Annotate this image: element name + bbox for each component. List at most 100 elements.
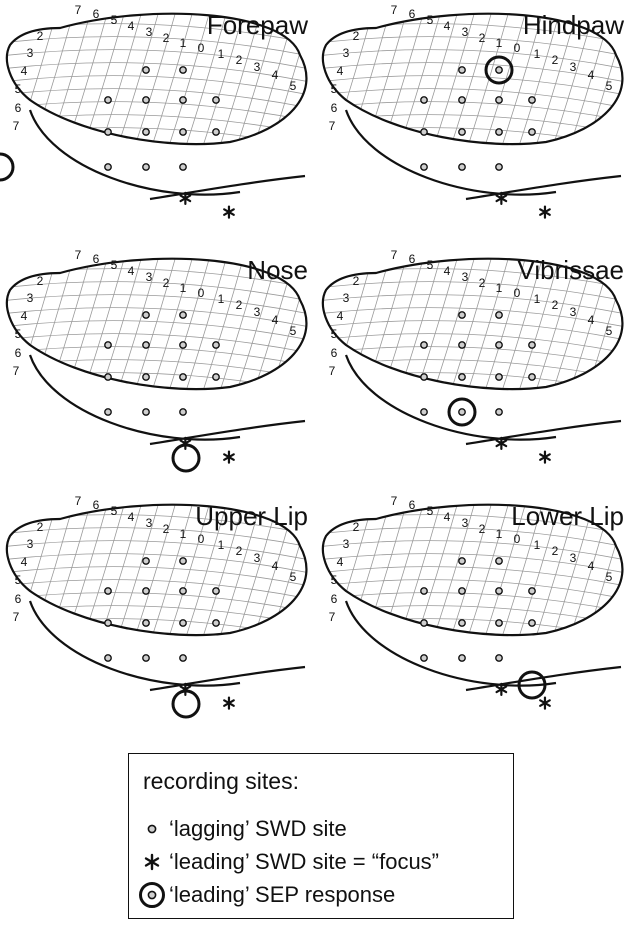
tick-label-top: 4 xyxy=(588,559,595,573)
lagging-site xyxy=(496,374,502,380)
leading-swd-focus xyxy=(224,207,234,218)
lagging-site xyxy=(421,374,427,380)
tick-label-top: 6 xyxy=(93,7,100,21)
tick-label-top: 1 xyxy=(180,36,187,50)
tick-label-left: 6 xyxy=(15,346,22,360)
panel-title: Forepaw xyxy=(207,10,308,40)
tick-label-top: 0 xyxy=(198,41,205,55)
lagging-site xyxy=(421,655,427,661)
lagging-site xyxy=(213,374,219,380)
tick-label-left: 2 xyxy=(37,520,44,534)
lagging-site xyxy=(421,588,427,594)
tick-label-top: 5 xyxy=(427,258,434,272)
lagging-site xyxy=(421,620,427,626)
tick-label-top: 4 xyxy=(128,264,135,278)
tick-label-top: 2 xyxy=(163,276,170,290)
lagging-site xyxy=(143,97,149,103)
lagging-site xyxy=(180,164,186,170)
tick-label-left: 5 xyxy=(331,82,338,96)
tick-label-top: 6 xyxy=(409,7,416,21)
lagging-site xyxy=(105,97,111,103)
tick-label-top: 4 xyxy=(128,510,135,524)
tick-label-top: 0 xyxy=(198,286,205,300)
lagging-site xyxy=(496,558,502,564)
lagging-site xyxy=(496,620,502,626)
tick-label-top: 5 xyxy=(606,79,613,93)
tick-label-top: 3 xyxy=(146,270,153,284)
leading-swd-focus xyxy=(540,698,550,709)
lagging-site xyxy=(529,620,535,626)
tick-label-top: 1 xyxy=(180,527,187,541)
tick-label-top: 2 xyxy=(479,276,486,290)
lagging-site xyxy=(143,129,149,135)
tick-label-top: 2 xyxy=(236,298,243,312)
tick-label-left: 4 xyxy=(337,555,344,569)
tick-label-top: 1 xyxy=(496,36,503,50)
lagging-site xyxy=(143,342,149,348)
lagging-site xyxy=(459,97,465,103)
tick-label-left: 7 xyxy=(329,119,336,133)
tick-label-top: 2 xyxy=(236,53,243,67)
tick-label-top: 7 xyxy=(75,248,82,262)
tick-label-top: 4 xyxy=(272,68,279,82)
tick-label-top: 1 xyxy=(534,538,541,552)
lagging-site xyxy=(143,67,149,73)
lagging-site xyxy=(459,129,465,135)
tick-label-left: 4 xyxy=(21,64,28,78)
tick-label-top: 3 xyxy=(570,305,577,319)
lagging-site xyxy=(459,374,465,380)
tick-label-top: 1 xyxy=(180,281,187,295)
tick-label-top: 7 xyxy=(391,3,398,17)
tick-label-top: 1 xyxy=(218,538,225,552)
tick-label-top: 5 xyxy=(290,324,297,338)
legend-box: recording sites: ‘lagging’ SWD site ‘lea… xyxy=(128,753,514,919)
tick-label-left: 3 xyxy=(343,46,350,60)
lagging-site xyxy=(143,655,149,661)
panel-lower-lip: Lower Lip7654321012345234567 xyxy=(316,491,640,709)
lagging-site xyxy=(105,655,111,661)
lagging-site xyxy=(529,374,535,380)
lagging-site xyxy=(496,312,502,318)
lagging-site xyxy=(213,588,219,594)
panel-vibrissae: Vibrissae7654321012345234567 xyxy=(316,245,640,463)
lagging-site xyxy=(180,342,186,348)
tick-label-top: 4 xyxy=(588,68,595,82)
lagging-site xyxy=(421,129,427,135)
lagging-site xyxy=(496,409,502,415)
tick-label-left: 7 xyxy=(13,610,20,624)
lagging-site xyxy=(180,588,186,594)
lagging-site xyxy=(496,655,502,661)
baseline-contour xyxy=(466,421,621,444)
tick-label-left: 5 xyxy=(331,327,338,341)
tick-label-top: 6 xyxy=(93,498,100,512)
lagging-site xyxy=(496,164,502,170)
lagging-site xyxy=(180,558,186,564)
tick-label-top: 0 xyxy=(514,41,521,55)
tick-label-top: 5 xyxy=(111,258,118,272)
tick-label-top: 2 xyxy=(552,298,559,312)
tick-label-top: 7 xyxy=(75,494,82,508)
tick-label-left: 4 xyxy=(337,309,344,323)
lagging-site xyxy=(496,342,502,348)
panel-title: Upper Lip xyxy=(195,501,308,531)
lower-contour xyxy=(30,355,240,440)
lagging-site xyxy=(459,620,465,626)
tick-label-top: 5 xyxy=(111,504,118,518)
tick-label-top: 0 xyxy=(514,286,521,300)
tick-label-top: 0 xyxy=(514,532,521,546)
tick-label-top: 3 xyxy=(462,270,469,284)
tick-label-top: 1 xyxy=(534,292,541,306)
tick-label-top: 2 xyxy=(479,522,486,536)
tick-label-top: 4 xyxy=(272,313,279,327)
legend-row-leading-swd: ‘leading’ SWD site = “focus” xyxy=(137,847,439,877)
tick-label-top: 1 xyxy=(218,292,225,306)
tick-label-left: 3 xyxy=(27,537,34,551)
tick-label-top: 2 xyxy=(552,53,559,67)
panel-nose: Nose7654321012345234567 xyxy=(0,245,349,471)
lagging-site xyxy=(105,164,111,170)
tick-label-top: 5 xyxy=(111,13,118,27)
tick-label-top: 3 xyxy=(570,551,577,565)
tick-label-top: 1 xyxy=(496,527,503,541)
lagging-site xyxy=(105,129,111,135)
tick-label-left: 3 xyxy=(343,537,350,551)
